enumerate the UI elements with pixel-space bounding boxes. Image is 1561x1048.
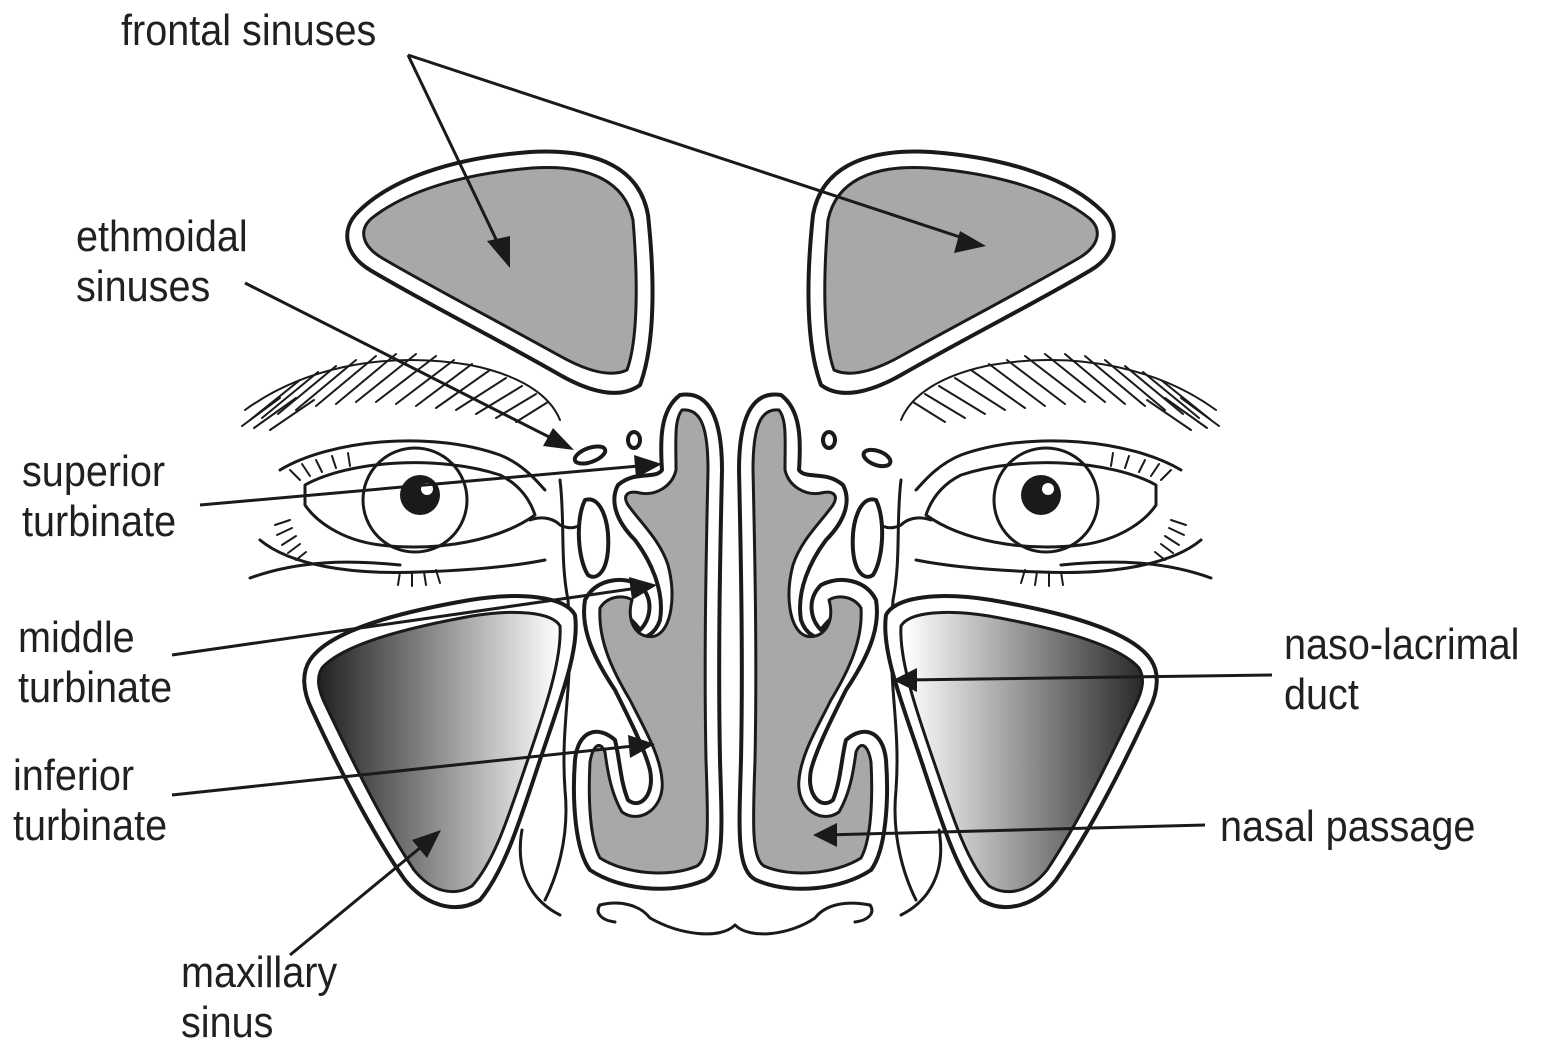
label-maxillary-sinus: maxillary sinus — [181, 948, 337, 1048]
label-inferior-turbinate: inferior turbinate — [13, 751, 167, 851]
label-nasal-passage: nasal passage — [1220, 802, 1475, 852]
maxillary-sinus-left — [304, 596, 576, 907]
label-frontal-sinuses: frontal sinuses — [121, 6, 376, 56]
maxillary-sinus-right — [885, 596, 1157, 907]
eye-left — [250, 441, 585, 586]
label-ethmoidal-sinuses: ethmoidal sinuses — [76, 212, 248, 312]
nasal-passage-right — [739, 394, 887, 888]
label-superior-turbinate: superior turbinate — [22, 447, 176, 547]
eyebrow-right — [901, 354, 1219, 430]
eye-right — [876, 441, 1211, 586]
label-middle-turbinate: middle turbinate — [18, 613, 172, 713]
label-naso-lacrimal-duct: naso-lacrimal duct — [1284, 620, 1519, 720]
